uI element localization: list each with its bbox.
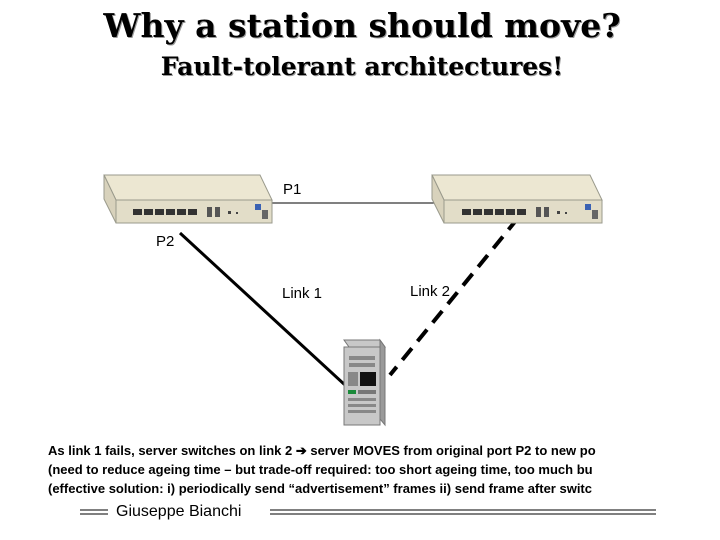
link-1-line — [178, 231, 347, 387]
slide-title: Why a station should move? — [103, 6, 621, 45]
link-1-label: Link 1 — [282, 285, 323, 302]
caption-line: As link 1 fails, server switches on link… — [48, 443, 596, 458]
link-2-label: Link 2 — [410, 283, 451, 300]
right-switch-icon — [431, 174, 603, 224]
caption-line: (need to reduce ageing time – but trade-… — [48, 462, 593, 477]
port-p1-label: P1 — [283, 181, 302, 198]
footer-author: Giuseppe Bianchi — [116, 503, 242, 520]
server-icon — [343, 338, 386, 427]
port-p2-label: P2 — [156, 233, 175, 250]
link-2-line — [388, 216, 520, 377]
left-switch-icon — [103, 174, 273, 224]
caption-line: (effective solution: i) periodically sen… — [48, 481, 592, 496]
slide-subtitle: Fault-tolerant architectures! — [160, 52, 564, 81]
